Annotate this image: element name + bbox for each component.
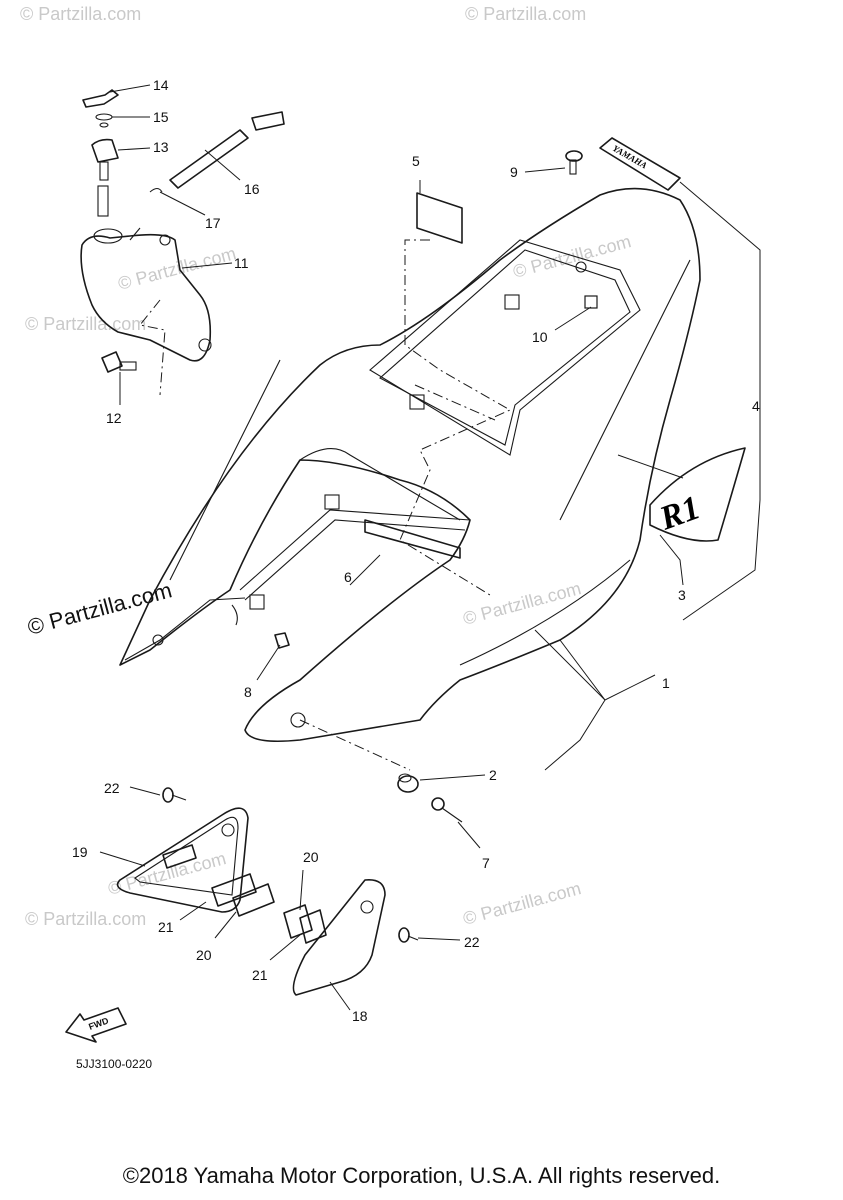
- yamaha-decal: YAMAHA: [599, 137, 681, 191]
- callout-7: 7: [482, 855, 490, 871]
- pad-21: [162, 844, 197, 869]
- partzilla-watermark: © Partzilla.com: [25, 577, 175, 640]
- callout-10: 10: [532, 329, 548, 345]
- callout-2: 2: [489, 767, 497, 783]
- callout-3: 3: [678, 587, 686, 603]
- callout-4: 4: [752, 398, 760, 414]
- callout-16: 16: [244, 181, 260, 197]
- watermark: © Partzilla.com: [25, 314, 146, 334]
- fasteners: [162, 150, 598, 943]
- callout-20: 20: [303, 849, 319, 865]
- strip-6: [364, 519, 461, 559]
- side-panel-18: [292, 878, 386, 996]
- seat-cowl: [119, 187, 701, 743]
- leader-lines: [99, 84, 761, 1011]
- seat-cowl-assembly: [119, 187, 701, 743]
- side-panel-19: [116, 807, 249, 913]
- reservoir-tank: [80, 233, 212, 362]
- callout-17: 17: [205, 215, 221, 231]
- callout-19: 19: [72, 844, 88, 860]
- callout-5: 5: [412, 153, 420, 169]
- callout-15: 15: [153, 109, 169, 125]
- tank-assembly: [80, 89, 285, 396]
- callout-22: 22: [104, 780, 120, 796]
- callout-12: 12: [106, 410, 122, 426]
- decal-5: [416, 192, 463, 244]
- diagram-code: 5JJ3100-0220: [76, 1057, 152, 1071]
- watermark: © Partzilla.com: [25, 909, 146, 929]
- callout-labels: 1 2 3 4 5 6 7 8 9 10 11 12 13 14 15 16 1…: [72, 77, 760, 1024]
- copyright-notice: ©2018 Yamaha Motor Corporation, U.S.A. A…: [122, 1163, 721, 1188]
- pad-20: [211, 873, 257, 907]
- watermark: © Partzilla.com: [461, 578, 583, 629]
- callout-1: 1: [662, 675, 670, 691]
- watermark: © Partzilla.com: [461, 878, 583, 929]
- pad-20: [232, 883, 275, 917]
- r1-decal: R1: [649, 447, 746, 542]
- pad-21: [299, 909, 327, 944]
- callout-11: 11: [234, 255, 249, 271]
- callout-21: 21: [252, 967, 268, 983]
- watermark: © Partzilla.com: [20, 4, 141, 24]
- callout-9: 9: [510, 164, 518, 180]
- callout-13: 13: [153, 139, 169, 155]
- watermark: © Partzilla.com: [465, 4, 586, 24]
- forward-arrow: FWD: [65, 1007, 127, 1043]
- callout-6: 6: [344, 569, 352, 585]
- pad-20: [283, 904, 313, 939]
- callout-22: 22: [464, 934, 480, 950]
- callout-8: 8: [244, 684, 252, 700]
- callout-20: 20: [196, 947, 212, 963]
- callout-18: 18: [352, 1008, 368, 1024]
- callout-21: 21: [158, 919, 174, 935]
- callout-14: 14: [153, 77, 169, 93]
